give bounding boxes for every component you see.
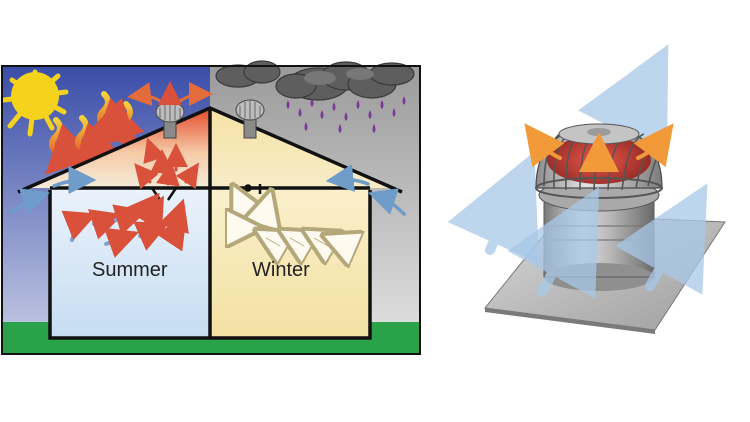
winter-airflow-arrows: [232, 196, 350, 262]
diagram-frame: [1, 65, 421, 355]
wind-arrows-front: [507, 183, 708, 299]
attic-hot-air-arrows: [134, 137, 199, 190]
rain-icon: [286, 96, 406, 133]
exhaust-airflow-arrows: [127, 81, 213, 107]
exhaust-arrows: [524, 123, 674, 172]
cloud-icon: [215, 60, 415, 101]
summer-label: Summer: [92, 259, 168, 281]
summer-airflow-arrows: [61, 192, 189, 258]
winter-airflow-arrow-outlines: [265, 237, 329, 247]
heat-wave-icons: [45, 91, 145, 175]
base-plate-edge: [485, 308, 655, 334]
house-outline: [17, 106, 403, 340]
soffit-intake-arrows: [10, 164, 406, 216]
sun-icon: [1, 69, 69, 137]
winter-label: Winter: [252, 259, 310, 281]
turbine-vent-icon: [235, 99, 265, 139]
house-ventilation-diagram: Summer Winter: [1, 60, 421, 355]
turbine-ventilator-render: [447, 44, 726, 334]
turbine-vent-icon: [155, 101, 185, 139]
